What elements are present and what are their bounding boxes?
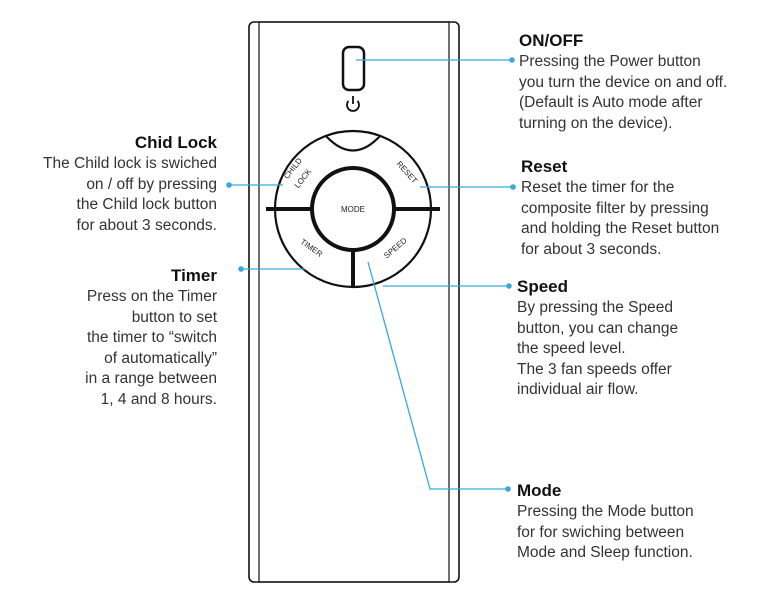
callout-reset-body: Reset the timer for the composite filter… — [521, 179, 720, 258]
callout-child-lock: Chid Lock The Child lock is swiched on /… — [10, 132, 217, 236]
remote-inner-panel — [258, 21, 450, 583]
callout-speed-body: By pressing the Speed button, you can ch… — [517, 299, 679, 398]
mode-button[interactable] — [310, 166, 396, 252]
callout-on-off-body: Pressing the Power button you turn the d… — [519, 53, 728, 132]
mode-label: MODE — [341, 205, 365, 214]
leader-mode — [367, 261, 508, 490]
callout-timer-title: Timer — [171, 266, 217, 285]
callout-child-lock-body: The Child lock is swiched on / off by pr… — [42, 155, 217, 234]
power-icon — [346, 96, 360, 112]
callout-mode-body: Pressing the Mode button for for swichin… — [517, 503, 694, 561]
power-button[interactable] — [341, 45, 366, 92]
callout-reset: Reset Reset the timer for the composite … — [521, 156, 766, 260]
leader-dot-on-off — [509, 57, 515, 63]
leader-dot-child-lock — [226, 182, 232, 188]
leader-dot-mode — [505, 486, 511, 492]
callout-mode: Mode Pressing the Mode button for for sw… — [517, 480, 762, 564]
callout-mode-title: Mode — [517, 481, 562, 500]
leader-dot-timer — [238, 266, 244, 272]
leader-dot-speed — [506, 283, 512, 289]
callout-on-off-title: ON/OFF — [519, 31, 584, 50]
callout-reset-title: Reset — [521, 157, 568, 176]
leader-dot-reset — [510, 184, 516, 190]
callout-on-off: ON/OFF Pressing the Power button you tur… — [519, 30, 764, 134]
callout-timer: Timer Press on the Timer button to set t… — [30, 265, 217, 410]
callout-timer-body: Press on the Timer button to set the tim… — [85, 288, 217, 408]
callout-child-lock-title: Chid Lock — [134, 133, 217, 152]
callout-speed-title: Speed — [517, 277, 569, 296]
control-pad-notch — [325, 135, 381, 152]
remote-body — [248, 21, 460, 583]
callout-speed: Speed By pressing the Speed button, you … — [517, 276, 762, 401]
